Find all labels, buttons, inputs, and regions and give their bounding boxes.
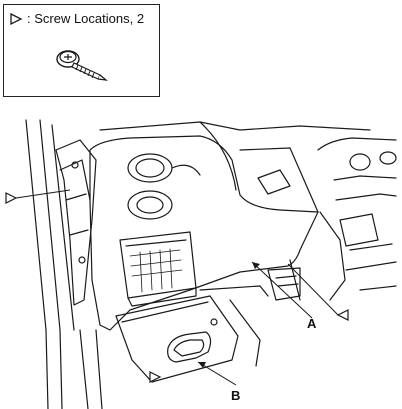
legend-box: : Screw Locations, 2 [3, 4, 160, 97]
door-frame-lines [25, 119, 103, 409]
floor-trim [199, 267, 301, 367]
legend-row: : Screw Locations, 2 [9, 11, 144, 27]
screw-location-triangle-icon [149, 371, 162, 383]
legend-text: : Screw Locations, 2 [27, 11, 145, 26]
screw-location-triangle-icon [10, 12, 23, 26]
screw-icon [56, 50, 108, 81]
fuse-box [119, 231, 197, 307]
screw-location-triangle-icon [5, 192, 18, 204]
leader-line [15, 189, 71, 199]
leader-line [287, 263, 339, 316]
lower-crash-pad-drawing [5, 119, 397, 409]
side-bracket [55, 139, 97, 306]
callout-label-a: A [307, 316, 317, 331]
arrowhead [198, 362, 206, 368]
leader-line [197, 361, 237, 386]
screw-location-triangle-icon [336, 309, 349, 321]
crash-pad-panel [89, 121, 371, 331]
callout-label-b: B [231, 388, 241, 403]
center-console [317, 137, 397, 291]
cover-b [115, 295, 239, 383]
fuse-grid [129, 248, 183, 293]
arrowhead [252, 262, 260, 269]
leader-line [251, 261, 313, 319]
